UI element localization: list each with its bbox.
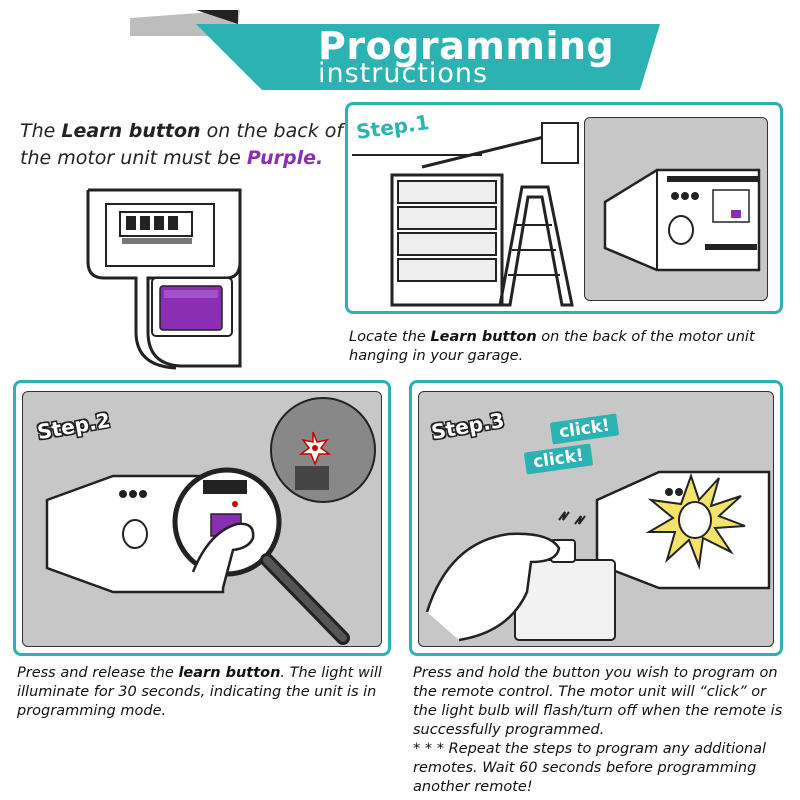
step1-caption-pre: Locate the [349,329,431,345]
intro-bold: Learn button [61,120,201,142]
page-subtitle: instructions [318,58,489,89]
remote-programming-scene [425,470,771,642]
step3-caption-main: Press and hold the button you wish to pr… [413,665,783,738]
finger-icon [191,522,255,589]
learn-button-illustration [86,188,242,370]
light-bulb-icon [678,501,712,539]
intro-text: The Learn button on the back of the moto… [20,118,350,172]
press-learn-button-scene [45,397,376,645]
step1-caption-bold: Learn button [430,329,537,345]
step2-caption-post: . The light will illuminate for 30 secon… [17,665,382,719]
step2-caption: Press and release the learn button. The … [17,664,395,721]
ladder-icon [498,185,574,307]
step3-caption: Press and hold the button you wish to pr… [413,664,793,797]
intro-color-word: Purple. [246,147,324,169]
light-bulb-icon [668,215,694,245]
step3-panel: Step.3 click! click! [409,380,783,656]
header-banner [130,10,660,90]
step1-caption: Locate the Learn button on the back of t… [349,328,789,366]
terminal-block [119,211,193,244]
hand-icon [425,532,561,642]
intro-pre: The [20,120,62,142]
step1-panel: Step.1 [345,102,783,314]
intro-mid: on the back of the motor unit must be [20,120,344,169]
motor-unit-closeup [603,168,761,272]
motor-unit-icon [541,122,579,164]
step3-caption-note: * * * Repeat the steps to program any ad… [413,741,767,795]
step2-panel: Step.2 [13,380,391,656]
step2-caption-pre: Press and release the [17,665,179,681]
garage-scene-illustration [352,122,579,307]
page-title: Programming [318,24,615,68]
step2-illustration: Step.2 [22,391,382,647]
step1-caption-post: on the back of the motor unit hanging in… [349,329,755,364]
step2-caption-bold: learn button [178,665,281,681]
step3-illustration: Step.3 click! click! [418,391,774,647]
step1-closeup [584,117,768,301]
